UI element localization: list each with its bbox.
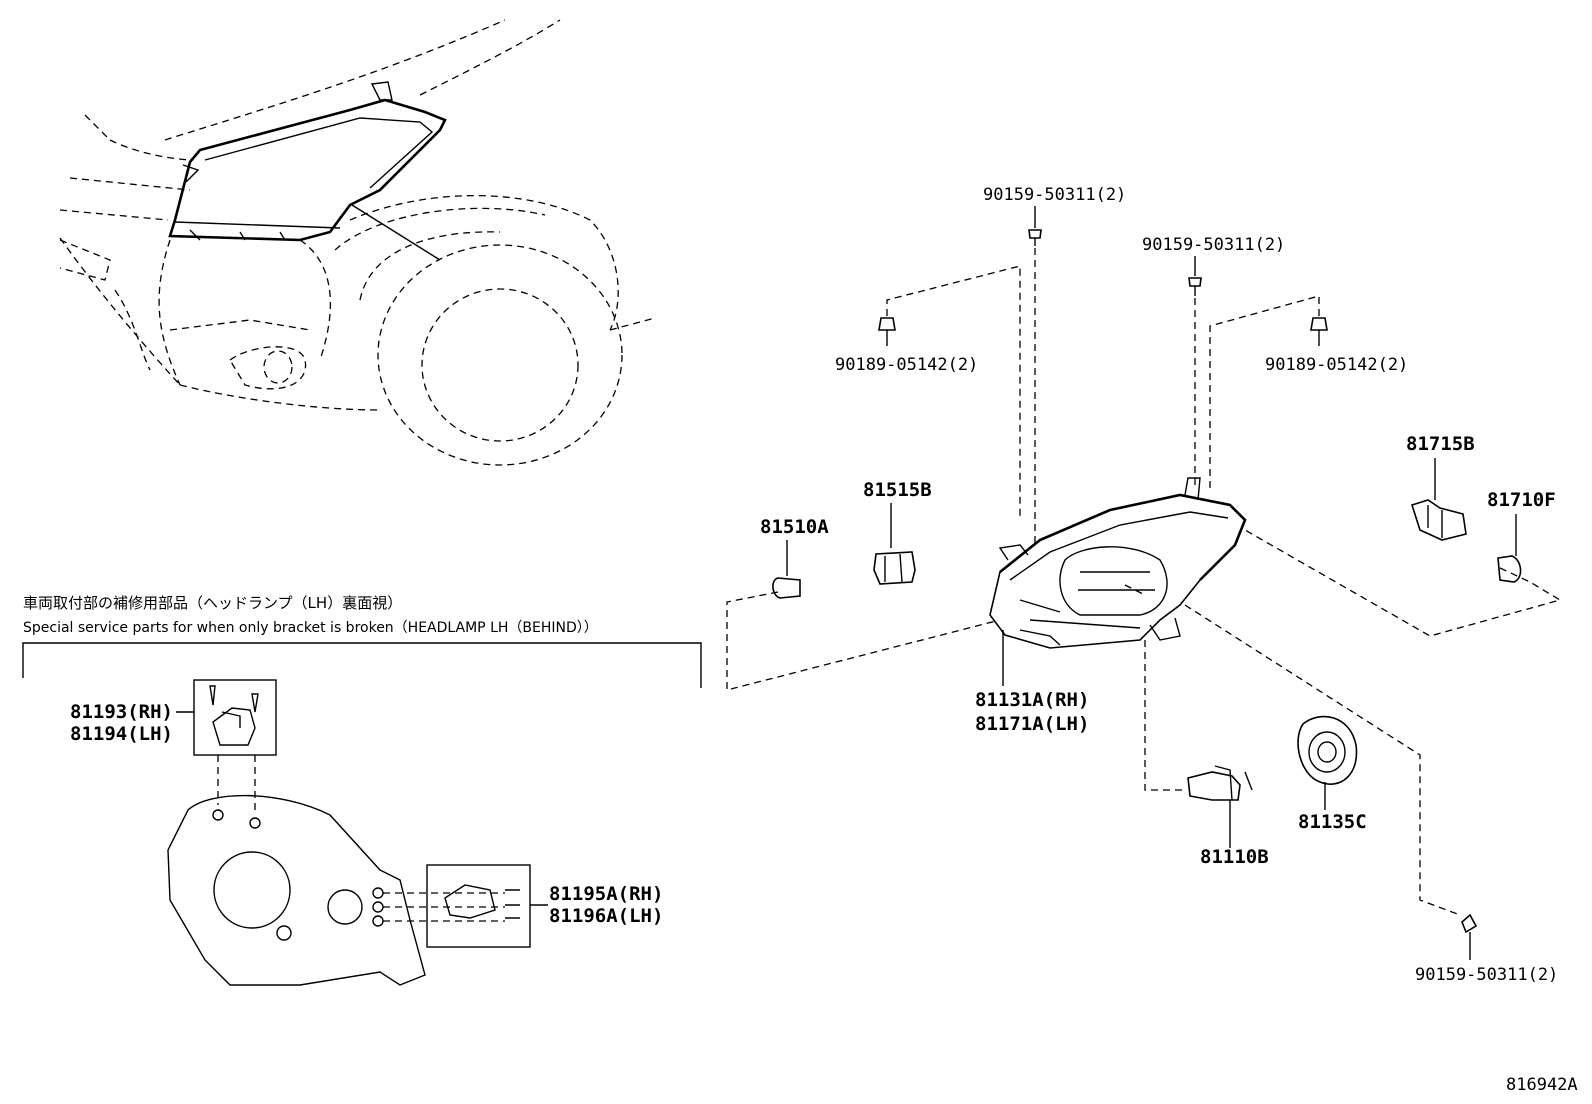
label-clip-left: 90189-05142(2) bbox=[835, 355, 978, 375]
label-81131a-rh: 81131A(RH) bbox=[975, 689, 1089, 711]
label-81715b: 81715B bbox=[1406, 433, 1475, 455]
vehicle-front-illustration bbox=[59, 19, 656, 466]
label-81193-rh: 81193(RH) bbox=[70, 701, 173, 723]
label-81515b: 81515B bbox=[863, 479, 932, 501]
label-81171a-lh: 81171A(LH) bbox=[975, 713, 1089, 735]
bracket-side-box bbox=[426, 864, 531, 948]
label-81510a: 81510A bbox=[760, 516, 829, 538]
figure-code: 816942A bbox=[1506, 1075, 1578, 1095]
special-service-section: 車両取付部の補修用部品（ヘッドランプ（LH）裏面視） Special servi… bbox=[22, 594, 702, 986]
label-81195a-rh: 81195A(RH) bbox=[549, 883, 663, 905]
bracket-upper-box bbox=[193, 679, 277, 756]
label-screw-top-left: 90159-50311(2) bbox=[983, 185, 1126, 205]
label-81196a-lh: 81196A(LH) bbox=[549, 905, 663, 927]
special-note-japanese: 車両取付部の補修用部品（ヘッドランプ（LH）裏面視） bbox=[23, 594, 402, 612]
label-screw-bottom: 90159-50311(2) bbox=[1415, 965, 1558, 985]
label-clip-right: 90189-05142(2) bbox=[1265, 355, 1408, 375]
label-81110b: 81110B bbox=[1200, 846, 1269, 868]
label-81194-lh: 81194(LH) bbox=[70, 723, 173, 745]
headlamp-exploded-view: 90159-50311(2) 90159-50311(2) 90189-0514… bbox=[726, 185, 1562, 985]
label-screw-top-right: 90159-50311(2) bbox=[1142, 235, 1285, 255]
label-81135c: 81135C bbox=[1298, 811, 1367, 833]
label-81710f: 81710F bbox=[1487, 489, 1556, 511]
special-note-english: Special service parts for when only brac… bbox=[23, 620, 598, 636]
